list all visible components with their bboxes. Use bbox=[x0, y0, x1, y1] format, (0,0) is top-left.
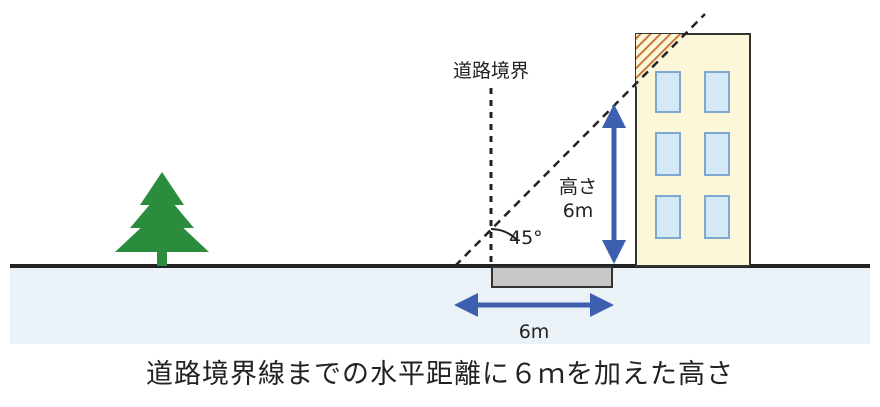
setback-diagram: 道路境界 45° 高さ 6m 6m bbox=[10, 13, 870, 344]
window bbox=[655, 71, 681, 113]
width-label: 6m bbox=[519, 321, 550, 343]
window bbox=[704, 132, 730, 176]
road-strip bbox=[491, 266, 613, 288]
window bbox=[704, 195, 730, 239]
height-label-line2: 6m bbox=[563, 200, 594, 222]
road-boundary-label: 道路境界 bbox=[453, 60, 529, 82]
height-label-line1: 高さ bbox=[559, 176, 597, 198]
height-arrow bbox=[602, 104, 626, 264]
ground-area bbox=[10, 266, 870, 344]
width-arrow bbox=[454, 293, 614, 317]
window bbox=[655, 195, 681, 239]
tree-icon bbox=[115, 172, 209, 266]
building bbox=[635, 33, 751, 267]
angle-label: 45° bbox=[509, 227, 543, 249]
slant-line bbox=[454, 13, 706, 267]
diagram-caption: 道路境界線までの水平距離に６ｍを加えた高さ bbox=[146, 359, 734, 390]
window bbox=[704, 71, 730, 113]
window bbox=[655, 132, 681, 176]
angle-arc bbox=[490, 228, 518, 241]
